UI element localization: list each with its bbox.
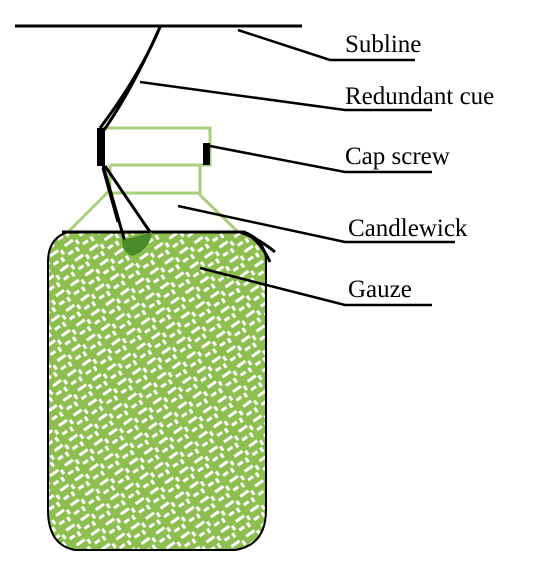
label-cap-screw: Cap screw [345,143,450,170]
leader-subline [237,28,415,62]
gauze-tie [239,230,276,263]
label-gauze: Gauze [348,276,412,303]
redundant-cue-cord [98,26,162,131]
leader-redundant-cue [139,80,432,112]
cap-screw-right [203,143,210,165]
leader-cap-screw [209,144,432,174]
candlewick-tip [122,232,152,256]
leader-candlewick [177,204,455,244]
label-redundant-cue: Redundant cue [345,83,494,110]
bottle-neck [66,126,240,234]
leader-gauze [199,266,432,307]
label-candlewick: Candlewick [348,215,468,242]
candlewick-strands [101,164,152,243]
cap-screw-left [97,128,105,166]
gauze-body [47,231,267,551]
label-subline: Subline [345,31,421,58]
